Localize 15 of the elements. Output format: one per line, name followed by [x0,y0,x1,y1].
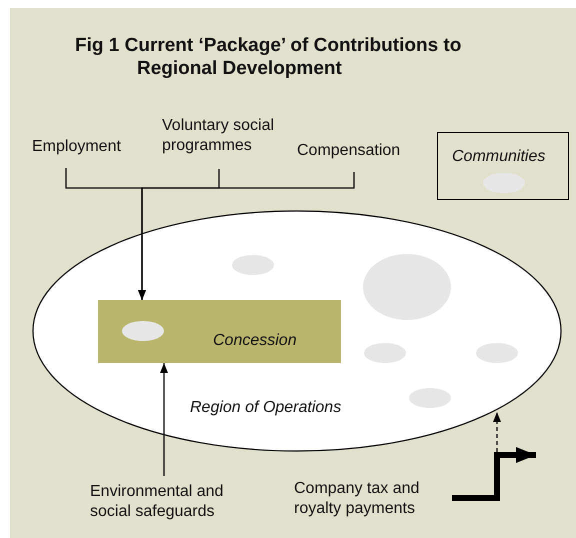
contribution-label: Company tax and royalty payments [294,479,444,523]
contribution-label: Environmental and social safeguards [90,482,250,526]
figure-title: Fig 1 Current ‘Package’ of Contributions to Regional Development [75,34,462,80]
region-label: Region of Operations [190,398,342,418]
region-ellipse [32,210,562,452]
concession-area [98,300,341,363]
arrow [160,363,168,476]
arrow [493,412,501,452]
concession-label: Concession [213,331,298,351]
legend-label: Communities [452,147,546,167]
contribution-label: Voluntary social programmes [162,116,290,160]
contribution-label: Employment [32,137,136,159]
arrow [452,447,536,501]
contribution-label: Compensation [297,141,419,163]
arrow [138,172,355,300]
